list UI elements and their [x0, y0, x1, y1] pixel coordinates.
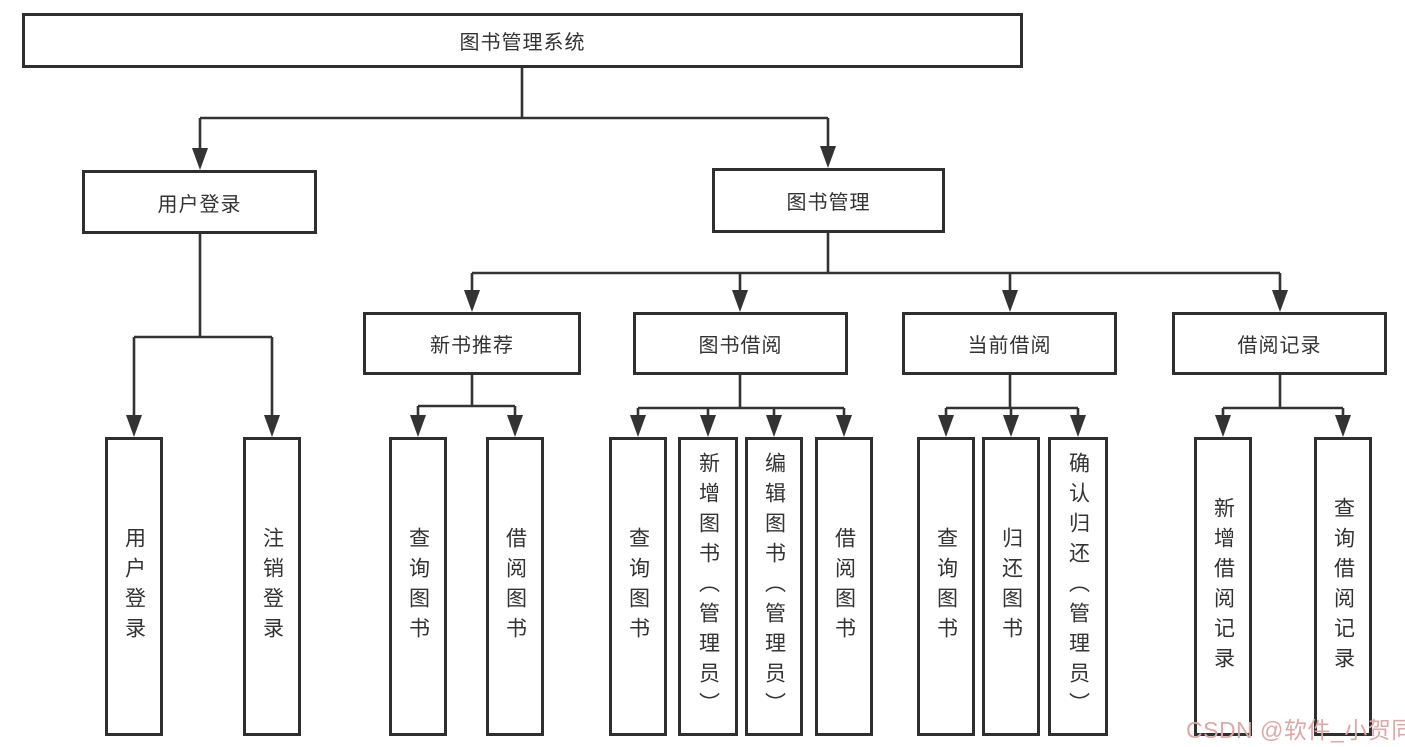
leaf-query-books-borrowing: 查询图书 — [609, 437, 667, 736]
leaf-confirm-return-admin: 确认归还（管理员） — [1048, 437, 1108, 736]
leaf-add-books-admin: 新增图书（管理员） — [678, 437, 738, 736]
leaf-query-books-recommend: 查询图书 — [389, 437, 447, 736]
leaf-return-books: 归还图书 — [982, 437, 1040, 736]
node-book-borrowing: 图书借阅 — [633, 312, 848, 375]
leaf-edit-books-admin: 编辑图书（管理员） — [745, 437, 803, 736]
leaf-borrow-books-recommend: 借阅图书 — [486, 437, 544, 736]
arrowheads — [126, 146, 1351, 437]
node-user-login: 用户登录 — [82, 170, 317, 234]
node-current-borrowing: 当前借阅 — [902, 312, 1117, 375]
leaf-user-login: 用户登录 — [105, 437, 163, 736]
csdn-watermark: CSDN @软件_小贺同学 — [1186, 717, 1405, 743]
node-new-book-recommendation: 新书推荐 — [363, 312, 581, 375]
node-book-management: 图书管理 — [712, 168, 945, 233]
leaf-query-borrow-record: 查询借阅记录 — [1314, 437, 1372, 736]
node-library-management-system: 图书管理系统 — [22, 13, 1023, 68]
leaf-add-borrow-record: 新增借阅记录 — [1194, 437, 1252, 736]
node-borrowing-records: 借阅记录 — [1172, 312, 1387, 375]
leaf-logout: 注销登录 — [243, 437, 301, 736]
leaf-query-books-current: 查询图书 — [917, 437, 975, 736]
leaf-borrow-books-borrowing: 借阅图书 — [815, 437, 873, 736]
tree-edges — [132, 68, 1345, 417]
